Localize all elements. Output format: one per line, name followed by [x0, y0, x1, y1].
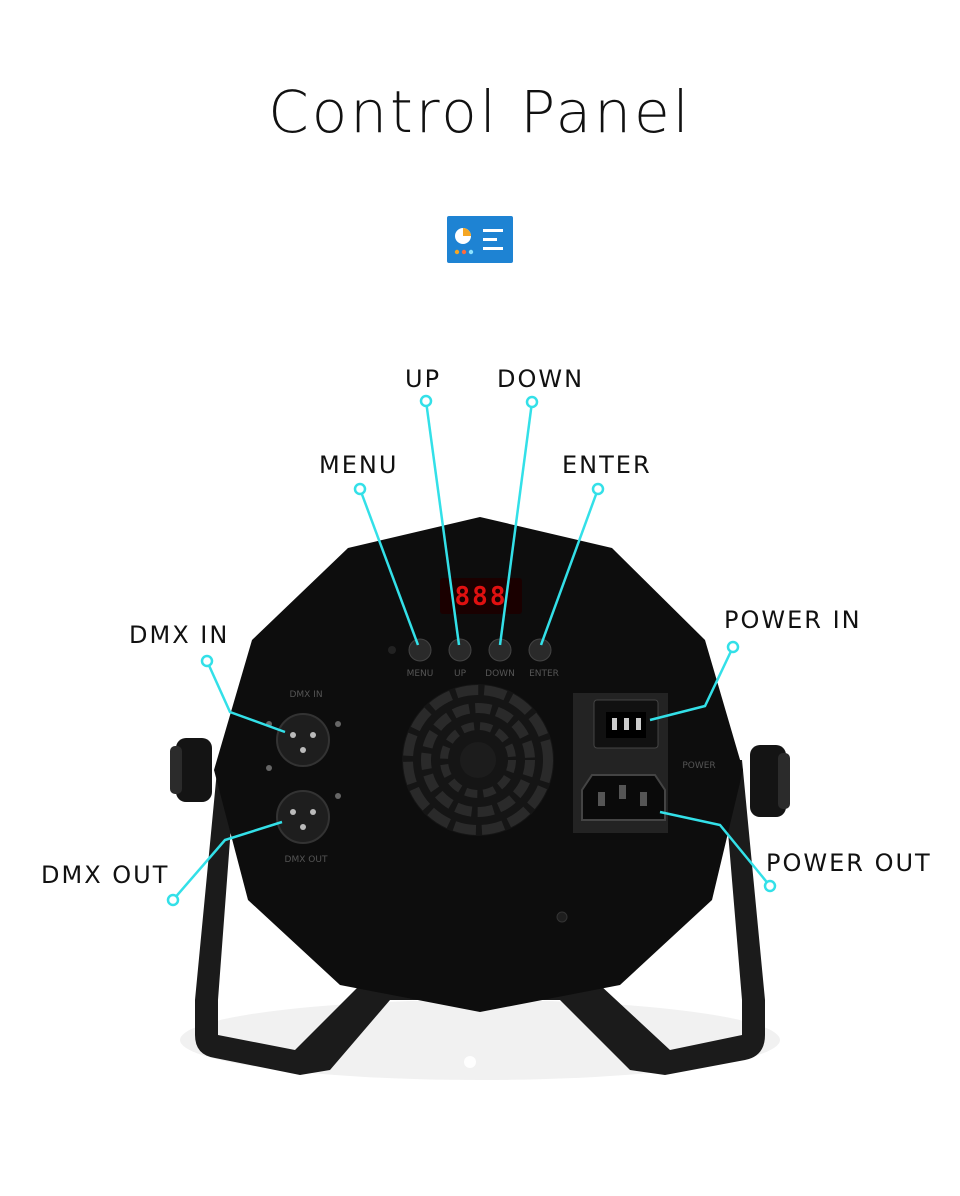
menu-button[interactable] [408, 638, 432, 662]
callout-lines [172, 400, 771, 901]
label-menu: MENU [319, 451, 399, 479]
label-power-in: POWER IN [724, 606, 862, 634]
svg-text:POWER: POWER [682, 761, 715, 771]
left-knob [170, 738, 212, 802]
right-knob [750, 745, 790, 817]
dmx-out-connector: DMX OUT [266, 765, 341, 865]
down-print: DOWN [485, 669, 515, 679]
label-dmx-in: DMX IN [129, 621, 230, 649]
label-enter: ENTER [562, 451, 652, 479]
led-display-digits: 888 [455, 582, 508, 612]
led-display [440, 578, 522, 614]
screw-hole [556, 911, 568, 923]
label-power-out: POWER OUT [766, 849, 932, 877]
fan-grille [402, 684, 554, 836]
page-title: Control Panel [268, 78, 692, 146]
indicator-led [388, 646, 396, 654]
dmx-in-connector: DMX IN [266, 690, 341, 767]
up-print: UP [454, 669, 467, 679]
label-up: UP [405, 365, 442, 393]
svg-text:DMX OUT: DMX OUT [285, 855, 328, 865]
label-down: DOWN [497, 365, 585, 393]
power-module: POWER [573, 693, 716, 833]
label-dmx-out: DMX OUT [41, 861, 170, 889]
control-panel-icon [447, 216, 513, 263]
mounting-bracket [195, 760, 765, 1075]
callout-anchors [166, 394, 777, 907]
svg-text:DMX IN: DMX IN [289, 690, 322, 700]
enter-button[interactable] [528, 638, 552, 662]
enter-print: ENTER [529, 669, 559, 679]
up-button[interactable] [448, 638, 472, 662]
menu-print: MENU [407, 669, 434, 679]
